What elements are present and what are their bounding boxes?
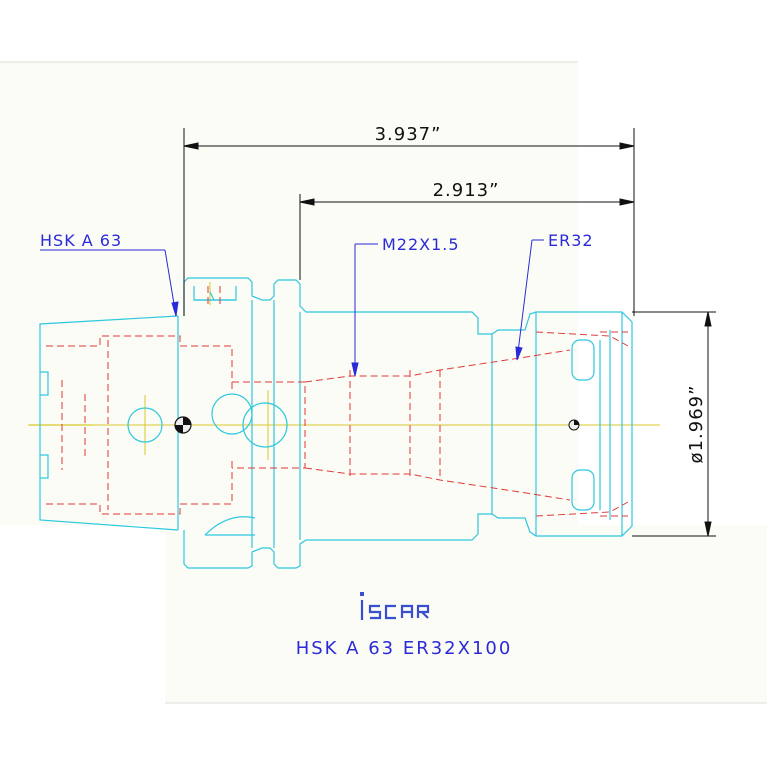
collet-leader-arrow [515,346,523,361]
collet-callout: ER32 [548,231,594,250]
shank-slot-top [40,371,49,396]
callouts [40,239,544,377]
inner-port-circle [242,402,288,448]
hidden-collet-upper [535,331,629,347]
center-markers [174,416,580,434]
gauge-point-fill-1 [183,417,191,425]
shank-callout: HSK A 63 [40,231,122,250]
part-caption: HSK A 63 ER32X100 [296,638,513,659]
hidden-thread-lower [304,467,571,501]
collet-leader [516,239,533,361]
shank-bore-circle [127,407,163,443]
overall-length-label: 3.937” [375,124,442,145]
gauge-arrow-right [619,198,635,206]
nut-slot-top [571,339,595,381]
logo-r [416,604,430,619]
diameter-label: ø1.969” [686,385,707,464]
end-point-fill [574,420,579,425]
drawing-sheet [0,62,578,525]
nut-slot-bottom [571,469,595,511]
hidden-bore-upper [46,335,233,392]
side-port-circle [211,393,253,435]
shank-leader-arrow [171,301,179,317]
logo-dot [360,592,364,596]
dia-arrow-bottom [704,521,712,537]
logo-c [384,604,396,620]
dia-arrow-top [704,311,712,327]
body-outline [183,277,633,569]
hidden-coolant [232,381,306,469]
gauge-point-fill-2 [175,425,183,433]
thread-callout: M22X1.5 [382,235,460,254]
drawing-sheet-lower [165,525,767,703]
hidden-collet-lower [535,501,629,517]
hidden-thread-upper [304,349,571,383]
gauge-arrow-left [299,198,315,206]
drive-slot-arc [204,516,256,536]
iscar-logo [360,592,430,620]
port-chevron [209,291,215,301]
hidden-bore-lower [46,458,233,515]
thread-leader-arrow [351,362,359,377]
overall-arrow-left [183,142,199,150]
port-box [193,286,237,301]
logo-s [368,604,382,620]
dimensions [183,128,716,537]
gauge-length-label: 2.913” [433,180,500,201]
shank-slot-bottom [40,454,49,479]
logo-a [400,604,414,618]
hidden-lines [46,286,629,517]
shank-taper-outline [39,315,179,531]
holder-outline [39,277,633,569]
overall-arrow-right [619,142,635,150]
